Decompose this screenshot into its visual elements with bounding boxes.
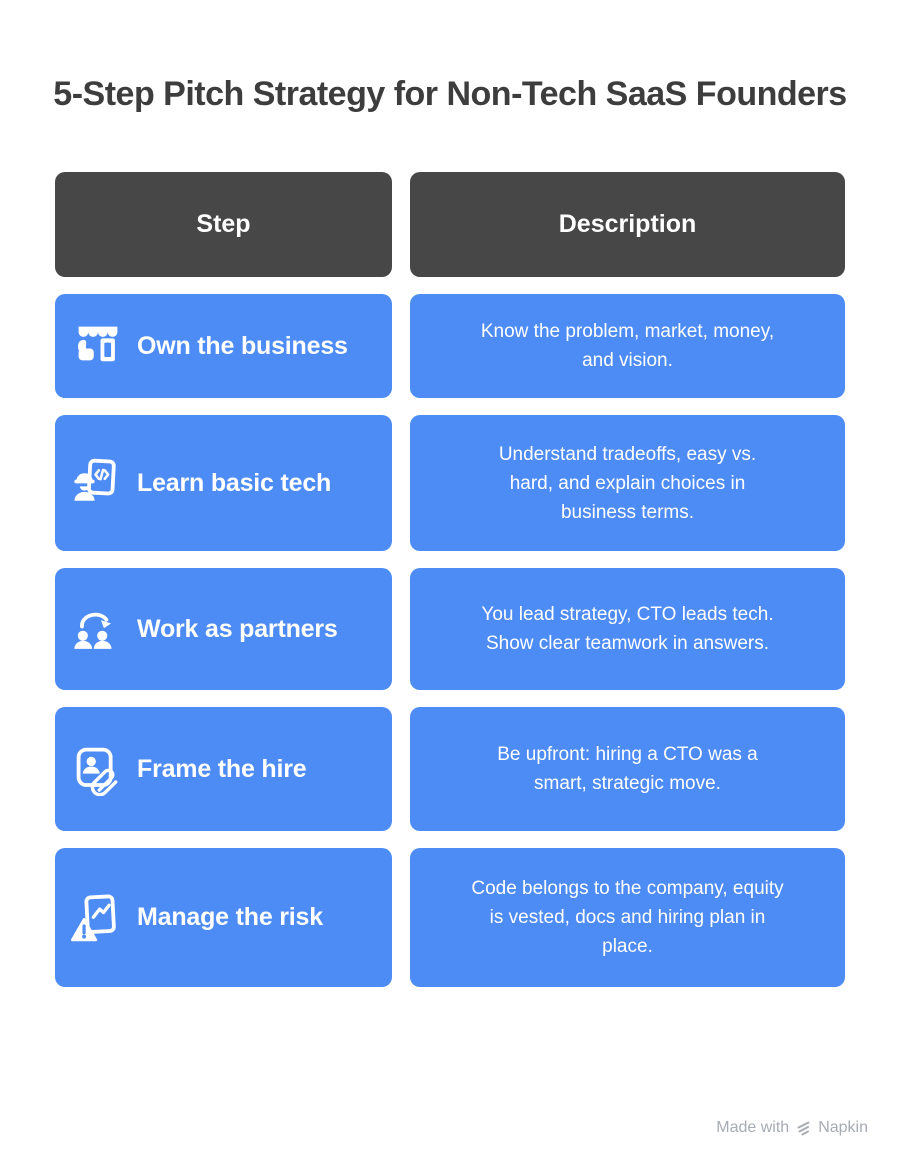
- storefront-thumbs-up-icon: [70, 318, 126, 374]
- step-label: Work as partners: [137, 614, 338, 643]
- header-step-label: Step: [196, 210, 251, 238]
- table-row: Manage the risk Code belongs to the comp…: [55, 848, 845, 987]
- description-cell: Be upfront: hiring a CTO was a smart, st…: [410, 707, 845, 831]
- description-text: Know the problem, market, money, and vis…: [480, 321, 775, 371]
- napkin-logo-icon: [795, 1120, 812, 1137]
- step-label: Manage the risk: [137, 903, 323, 931]
- description-text: Understand tradeoffs, easy vs. hard, and…: [498, 443, 757, 523]
- description-text: Code belongs to the company, equity is v…: [471, 878, 784, 957]
- description-text: You lead strategy, CTO leads tech. Show …: [481, 604, 774, 654]
- header-cell-description: Description: [410, 172, 845, 277]
- description-text: Be upfront: hiring a CTO was a smart, st…: [497, 744, 758, 794]
- brand-name: Napkin: [818, 1119, 868, 1136]
- description-cell: Know the problem, market, money, and vis…: [410, 294, 845, 398]
- page-title: 5-Step Pitch Strategy for Non-Tech SaaS …: [53, 75, 847, 113]
- engineer-code-document-icon: [70, 455, 126, 511]
- step-cell-own-the-business: Own the business: [55, 294, 392, 398]
- description-cell: You lead strategy, CTO leads tech. Show …: [410, 568, 845, 690]
- header-description-label: Description: [558, 210, 697, 238]
- step-cell-manage-the-risk: Manage the risk: [55, 848, 392, 987]
- table-row: Work as partners You lead strategy, CTO …: [55, 568, 845, 690]
- description-cell: Code belongs to the company, equity is v…: [410, 848, 845, 987]
- description-cell: Understand tradeoffs, easy vs. hard, and…: [410, 415, 845, 551]
- made-with-text: Made with: [716, 1119, 790, 1136]
- pitch-strategy-table: Step Description Own the business Know t…: [55, 172, 845, 987]
- risk-chart-warning-icon: [70, 890, 126, 946]
- header-cell-step: Step: [55, 172, 392, 277]
- table-row: Frame the hire Be upfront: hiring a CTO …: [55, 707, 845, 831]
- step-cell-learn-basic-tech: Learn basic tech: [55, 415, 392, 551]
- step-cell-frame-the-hire: Frame the hire: [55, 707, 392, 831]
- table-header-row: Step Description: [55, 172, 845, 277]
- partners-sync-icon: [70, 601, 126, 657]
- id-badge-paperclip-icon: [70, 741, 126, 797]
- table-row: Own the business Know the problem, marke…: [55, 294, 845, 398]
- step-label: Learn basic tech: [137, 468, 332, 497]
- table-row: Learn basic tech Understand tradeoffs, e…: [55, 415, 845, 551]
- step-label: Own the business: [137, 331, 348, 360]
- step-cell-work-as-partners: Work as partners: [55, 568, 392, 690]
- footer-branding: Made with Napkin: [716, 1119, 868, 1137]
- step-label: Frame the hire: [137, 754, 307, 783]
